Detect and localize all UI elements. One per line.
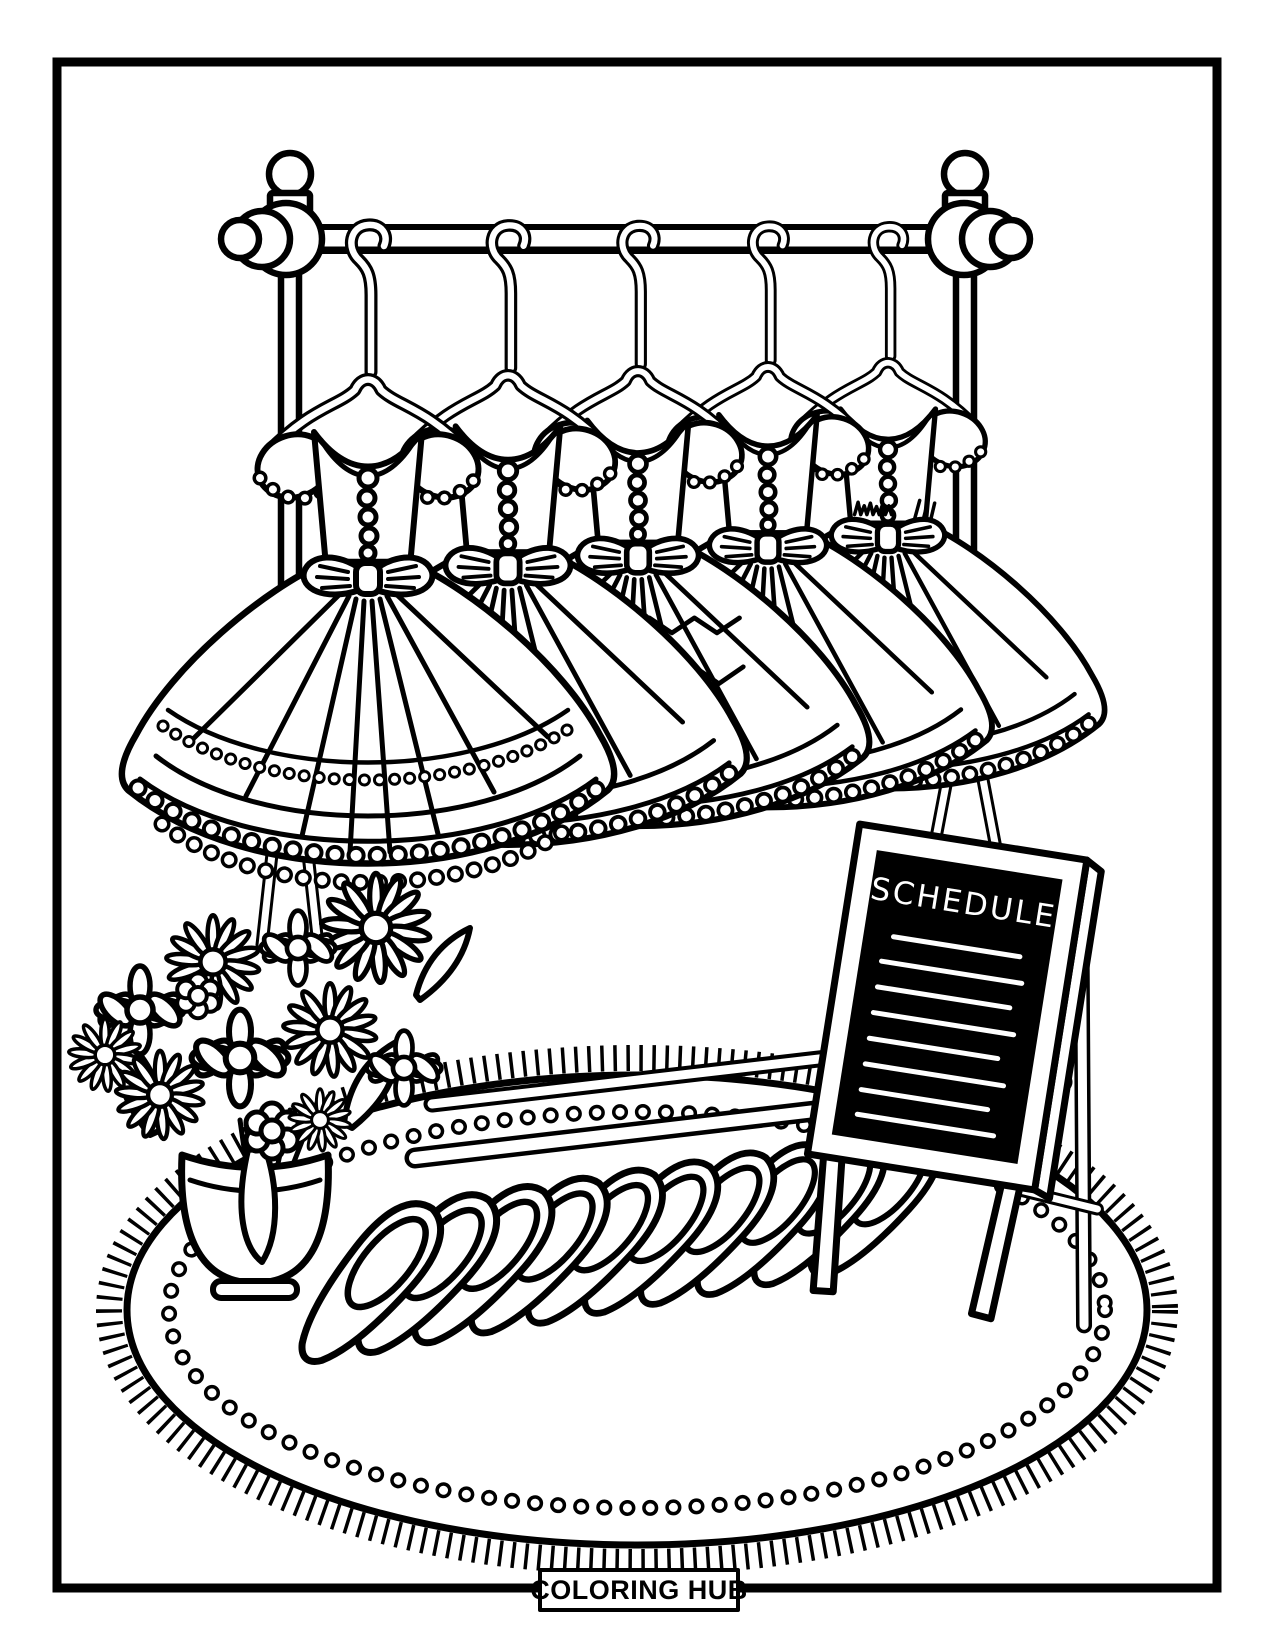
schedule-blank-lines xyxy=(854,934,1025,1139)
rail-end-cap-left xyxy=(217,199,326,279)
daisy-flower xyxy=(190,1010,290,1107)
left-finial xyxy=(265,149,315,199)
rail-end-cap-right xyxy=(924,199,1034,279)
brand-label: COLORING HUB xyxy=(530,1575,748,1605)
rug-fringe xyxy=(96,1045,1178,1575)
daisy-flower xyxy=(283,983,377,1077)
bodice-fringe-detail xyxy=(852,498,937,522)
right-finial xyxy=(940,149,990,199)
brand-plate: COLORING HUB xyxy=(530,1568,748,1612)
tutu-dress-1 xyxy=(122,225,614,891)
bud-cluster xyxy=(177,973,219,1018)
flower-bouquet-icon xyxy=(66,873,473,1301)
daisy-flower xyxy=(321,873,431,983)
lace-band-detail xyxy=(153,707,583,891)
tutu-dress-5 xyxy=(671,227,1104,789)
easel-chalkboard-icon: SCHEDULE xyxy=(803,820,1105,1334)
